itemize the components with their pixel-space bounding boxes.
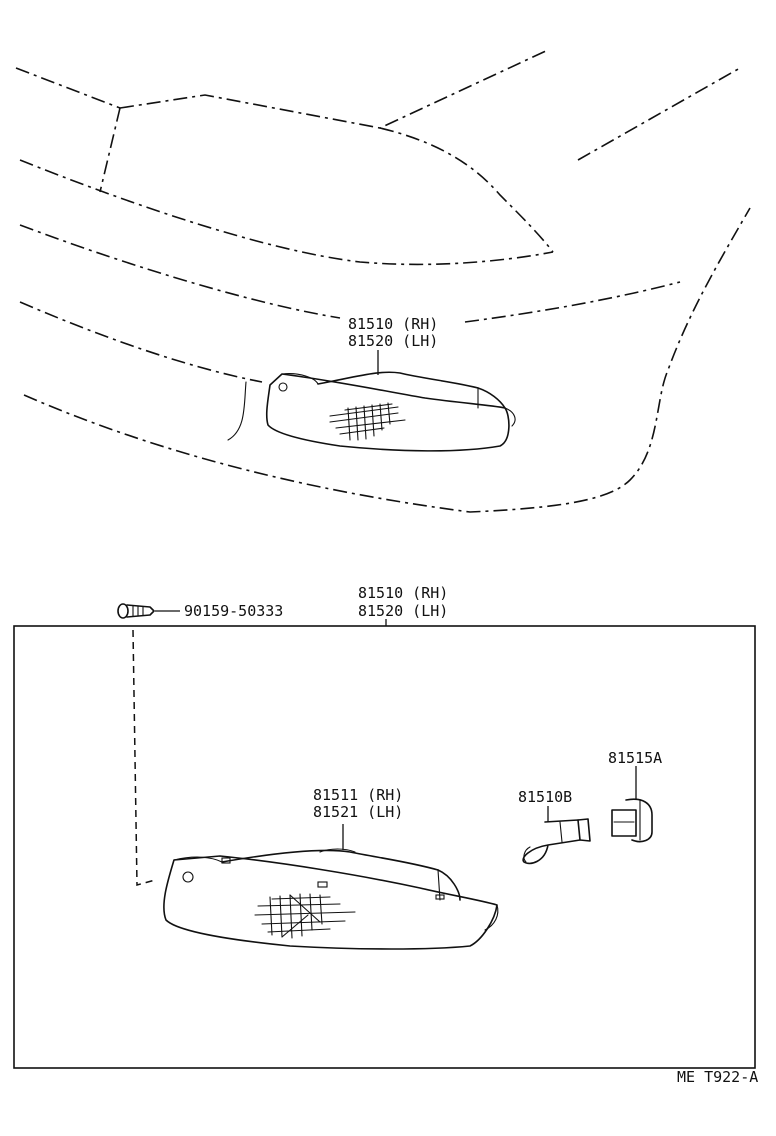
upper-part-number-lh: 81520 (LH) xyxy=(348,332,438,350)
figure-code: ME T922-A xyxy=(677,1068,758,1086)
lower-turn-signal-lamp xyxy=(163,824,499,950)
bulb-icon xyxy=(522,806,591,865)
lens-part-number-rh: 81511 (RH) xyxy=(313,786,403,804)
socket-icon xyxy=(611,766,653,843)
socket-part-number: 81515A xyxy=(608,749,662,767)
screw-icon xyxy=(117,603,180,886)
assembly-part-number-rh: 81510 (RH) xyxy=(358,584,448,602)
vehicle-outline xyxy=(15,49,751,513)
assembly-box xyxy=(13,625,756,1069)
upper-part-number-rh: 81510 (RH) xyxy=(348,315,438,333)
lens-part-number-lh: 81521 (LH) xyxy=(313,803,403,821)
upper-turn-signal-lamp xyxy=(265,350,516,452)
screw-part-number: 90159-50333 xyxy=(184,602,283,620)
bulb-part-number: 81510B xyxy=(518,788,572,806)
assembly-part-number-lh: 81520 (LH) xyxy=(358,602,448,620)
